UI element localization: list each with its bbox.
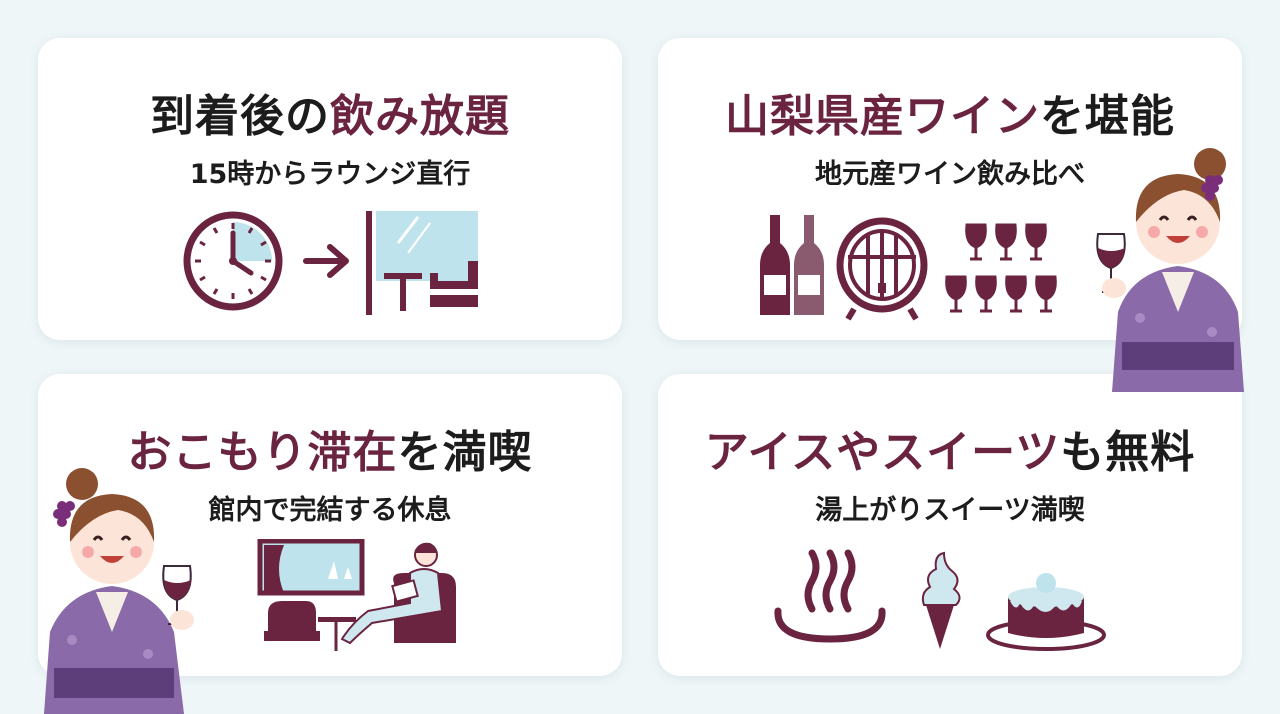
title-highlight: アイスやスイーツ [704,427,1061,478]
title-highlight: 山梨県産ワイン [725,91,1040,142]
title-text: を堪能 [1040,91,1175,142]
title-text: 到着後の [150,91,330,142]
card-subtitle: 15時からラウンジ直行 [189,159,471,190]
card-subtitle: 湯上がりスイーツ満喫 [815,495,1085,526]
lounge-icon [366,211,478,315]
grape-hairpin-icon [53,501,75,527]
wine-bottle-icon [760,215,824,315]
card-icons [774,549,1106,651]
hot-spring-icon [774,549,886,643]
title-text: も無料 [1060,427,1196,478]
title-highlight: 飲み放題 [330,91,510,142]
card-title: 到着後の飲み放題 [38,80,622,144]
title-highlight: おこもり滞在 [127,427,398,478]
feature-card-free-drinks: 到着後の飲み放題 15時からラウンジ直行 [38,38,622,340]
wine-glasses-icon [945,223,1057,313]
card-title: 山梨県産ワインを堪能 [658,80,1242,144]
woman-with-wine-illustration [1096,148,1244,392]
soft-serve-icon [921,551,961,649]
card-icons [257,539,456,651]
card-subtitle: 地元産ワイン飲み比べ [815,159,1085,190]
woman-with-wine-illustration-2 [44,468,194,714]
cake-icon [986,573,1106,651]
title-text: を満喫 [397,427,533,478]
card-title: おこもり滞在を満喫 [38,416,622,480]
arrow-right-icon [303,244,349,278]
clock-icon [183,211,283,311]
feature-card-free-sweets: アイスやスイーツも無料 湯上がりスイーツ満喫 [658,374,1242,676]
wine-barrel-icon [836,217,928,321]
card-icons [760,215,1057,321]
grape-hairpin-icon [1201,175,1223,201]
card-subtitle: 館内で完結する休息 [208,495,452,526]
card-title: アイスやスイーツも無料 [658,416,1242,480]
reading-room-icon [257,539,456,651]
wine-glass-icon [162,565,192,625]
card-icons [183,211,478,315]
